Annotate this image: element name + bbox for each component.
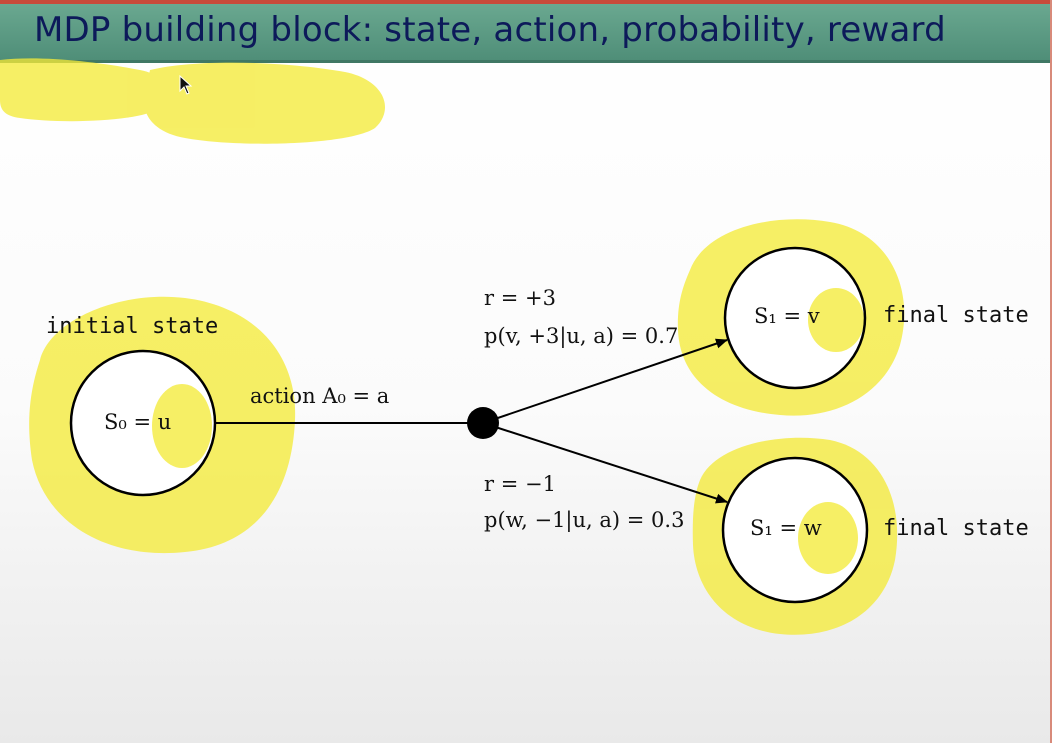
s1-v-state-text: S₁ = v: [754, 304, 820, 328]
right-edge-line: [1050, 0, 1052, 743]
s0-state-text: S₀ = u: [104, 410, 172, 434]
title-bar: MDP building block: state, action, proba…: [0, 4, 1052, 63]
s1-w-state-text: S₁ = w: [750, 516, 822, 540]
final-state-label-bottom: final state: [883, 516, 1029, 541]
mouse-pointer-icon: [179, 75, 193, 95]
top-probability-label: p(v, +3|u, a) = 0.7: [484, 324, 679, 348]
inner-highlights: [152, 288, 864, 574]
s1v-state-circle: [723, 246, 867, 390]
inner-highlight-s0: [152, 384, 212, 468]
inner-highlight-s1v: [808, 288, 864, 352]
highlight-top-left: [0, 58, 169, 122]
action-label: action A₀ = a: [250, 384, 390, 408]
top-reward-label: r = +3: [484, 286, 556, 310]
chance-node: [467, 407, 499, 439]
s1v-circle-fill: [725, 248, 865, 388]
transition-arrow-w: [482, 422, 728, 504]
final-state-label-top: final state: [883, 303, 1029, 328]
top-accent-line: [0, 0, 1052, 4]
bottom-reward-label: r = −1: [484, 472, 556, 496]
bottom-probability-label: p(w, −1|u, a) = 0.3: [484, 508, 685, 532]
s1w-state-circle: [721, 456, 869, 604]
slide-title: MDP building block: state, action, proba…: [34, 10, 946, 50]
transition-arrow-v: [482, 338, 728, 424]
initial-state-label: initial state: [46, 314, 219, 339]
highlight-top-center: [143, 62, 385, 144]
inner-highlight-s1w: [798, 502, 858, 574]
